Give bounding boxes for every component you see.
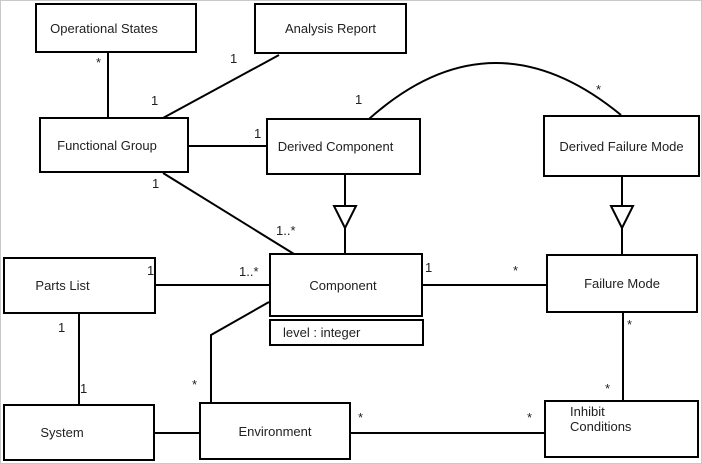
node-derived-failure-mode: Derived Failure Mode bbox=[543, 115, 700, 177]
mult-derived-failure-mode-end-of-arc: * bbox=[596, 82, 602, 97]
node-environment: Environment bbox=[199, 402, 351, 460]
mult-inhibit-end-of-failure-mode-edge: * bbox=[605, 381, 611, 396]
edge-component-environment bbox=[210, 301, 270, 402]
node-derived-component: Derived Component bbox=[266, 118, 421, 175]
node-component-label: Component bbox=[309, 277, 377, 293]
node-environment-label: Environment bbox=[238, 423, 312, 439]
mult-component-end-of-functional-group-edge: 1..* bbox=[276, 223, 296, 238]
edge-analysis-report-functional-group bbox=[162, 54, 280, 119]
node-component: Component bbox=[269, 253, 423, 317]
generalization-arrow-failure-mode bbox=[609, 205, 635, 231]
mult-functional-group-end-of-component-edge: 1 bbox=[152, 176, 160, 191]
mult-system-end-of-parts-list-edge: 1 bbox=[80, 381, 88, 396]
node-functional-group: Functional Group bbox=[39, 117, 189, 173]
component-attribute-level: level : integer bbox=[283, 325, 361, 340]
mult-component-end-of-parts-list-edge: 1..* bbox=[239, 264, 259, 279]
mult-environment-end-of-inhibit-edge: * bbox=[358, 410, 364, 425]
node-operational-states: Operational States bbox=[35, 3, 197, 53]
node-system-label: System bbox=[40, 425, 84, 440]
node-inhibit-conditions: Inhibit Conditions bbox=[544, 400, 699, 458]
mult-inhibit-end-of-environment-edge: * bbox=[527, 410, 533, 425]
mult-component-end-of-failure-mode-edge: 1 bbox=[425, 260, 433, 275]
mult-functional-group-end-of-analysis-report-edge: 1 bbox=[151, 93, 159, 108]
mult-parts-list-end-of-component-edge: 1 bbox=[147, 263, 155, 278]
node-inhibit-conditions-label: Inhibit Conditions bbox=[570, 404, 632, 434]
node-operational-states-label: Operational States bbox=[50, 20, 158, 36]
node-parts-list-label: Parts List bbox=[35, 278, 90, 293]
node-component-attributes: level : integer bbox=[269, 319, 424, 346]
mult-derived-component-end-of-arc: 1 bbox=[355, 92, 363, 107]
node-system: System bbox=[3, 404, 155, 461]
mult-operational-states-end: * bbox=[96, 55, 102, 70]
mult-parts-list-end-of-system-edge: 1 bbox=[58, 320, 66, 335]
node-failure-mode: Failure Mode bbox=[546, 254, 698, 313]
mult-environment-end-of-component-edge: * bbox=[192, 377, 198, 392]
node-parts-list: Parts List bbox=[3, 257, 156, 314]
node-failure-mode-label: Failure Mode bbox=[584, 276, 660, 291]
mult-derived-component-end-of-functional-group-edge: 1 bbox=[254, 126, 262, 141]
mult-failure-mode-end-of-component-edge: * bbox=[513, 263, 519, 278]
node-derived-component-label: Derived Component bbox=[277, 139, 394, 154]
mult-failure-mode-end-of-inhibit-edge: * bbox=[627, 317, 633, 332]
generalization-arrow-component bbox=[332, 205, 358, 231]
edge-functional-group-component bbox=[162, 172, 295, 255]
node-functional-group-label: Functional Group bbox=[57, 137, 157, 153]
node-analysis-report-label: Analysis Report bbox=[284, 21, 377, 36]
node-derived-failure-mode-label: Derived Failure Mode bbox=[559, 138, 684, 154]
node-analysis-report: Analysis Report bbox=[254, 3, 407, 54]
edge-derived-component-derived-failure-mode-arc bbox=[368, 62, 622, 120]
mult-analysis-report-end: 1 bbox=[230, 51, 238, 66]
